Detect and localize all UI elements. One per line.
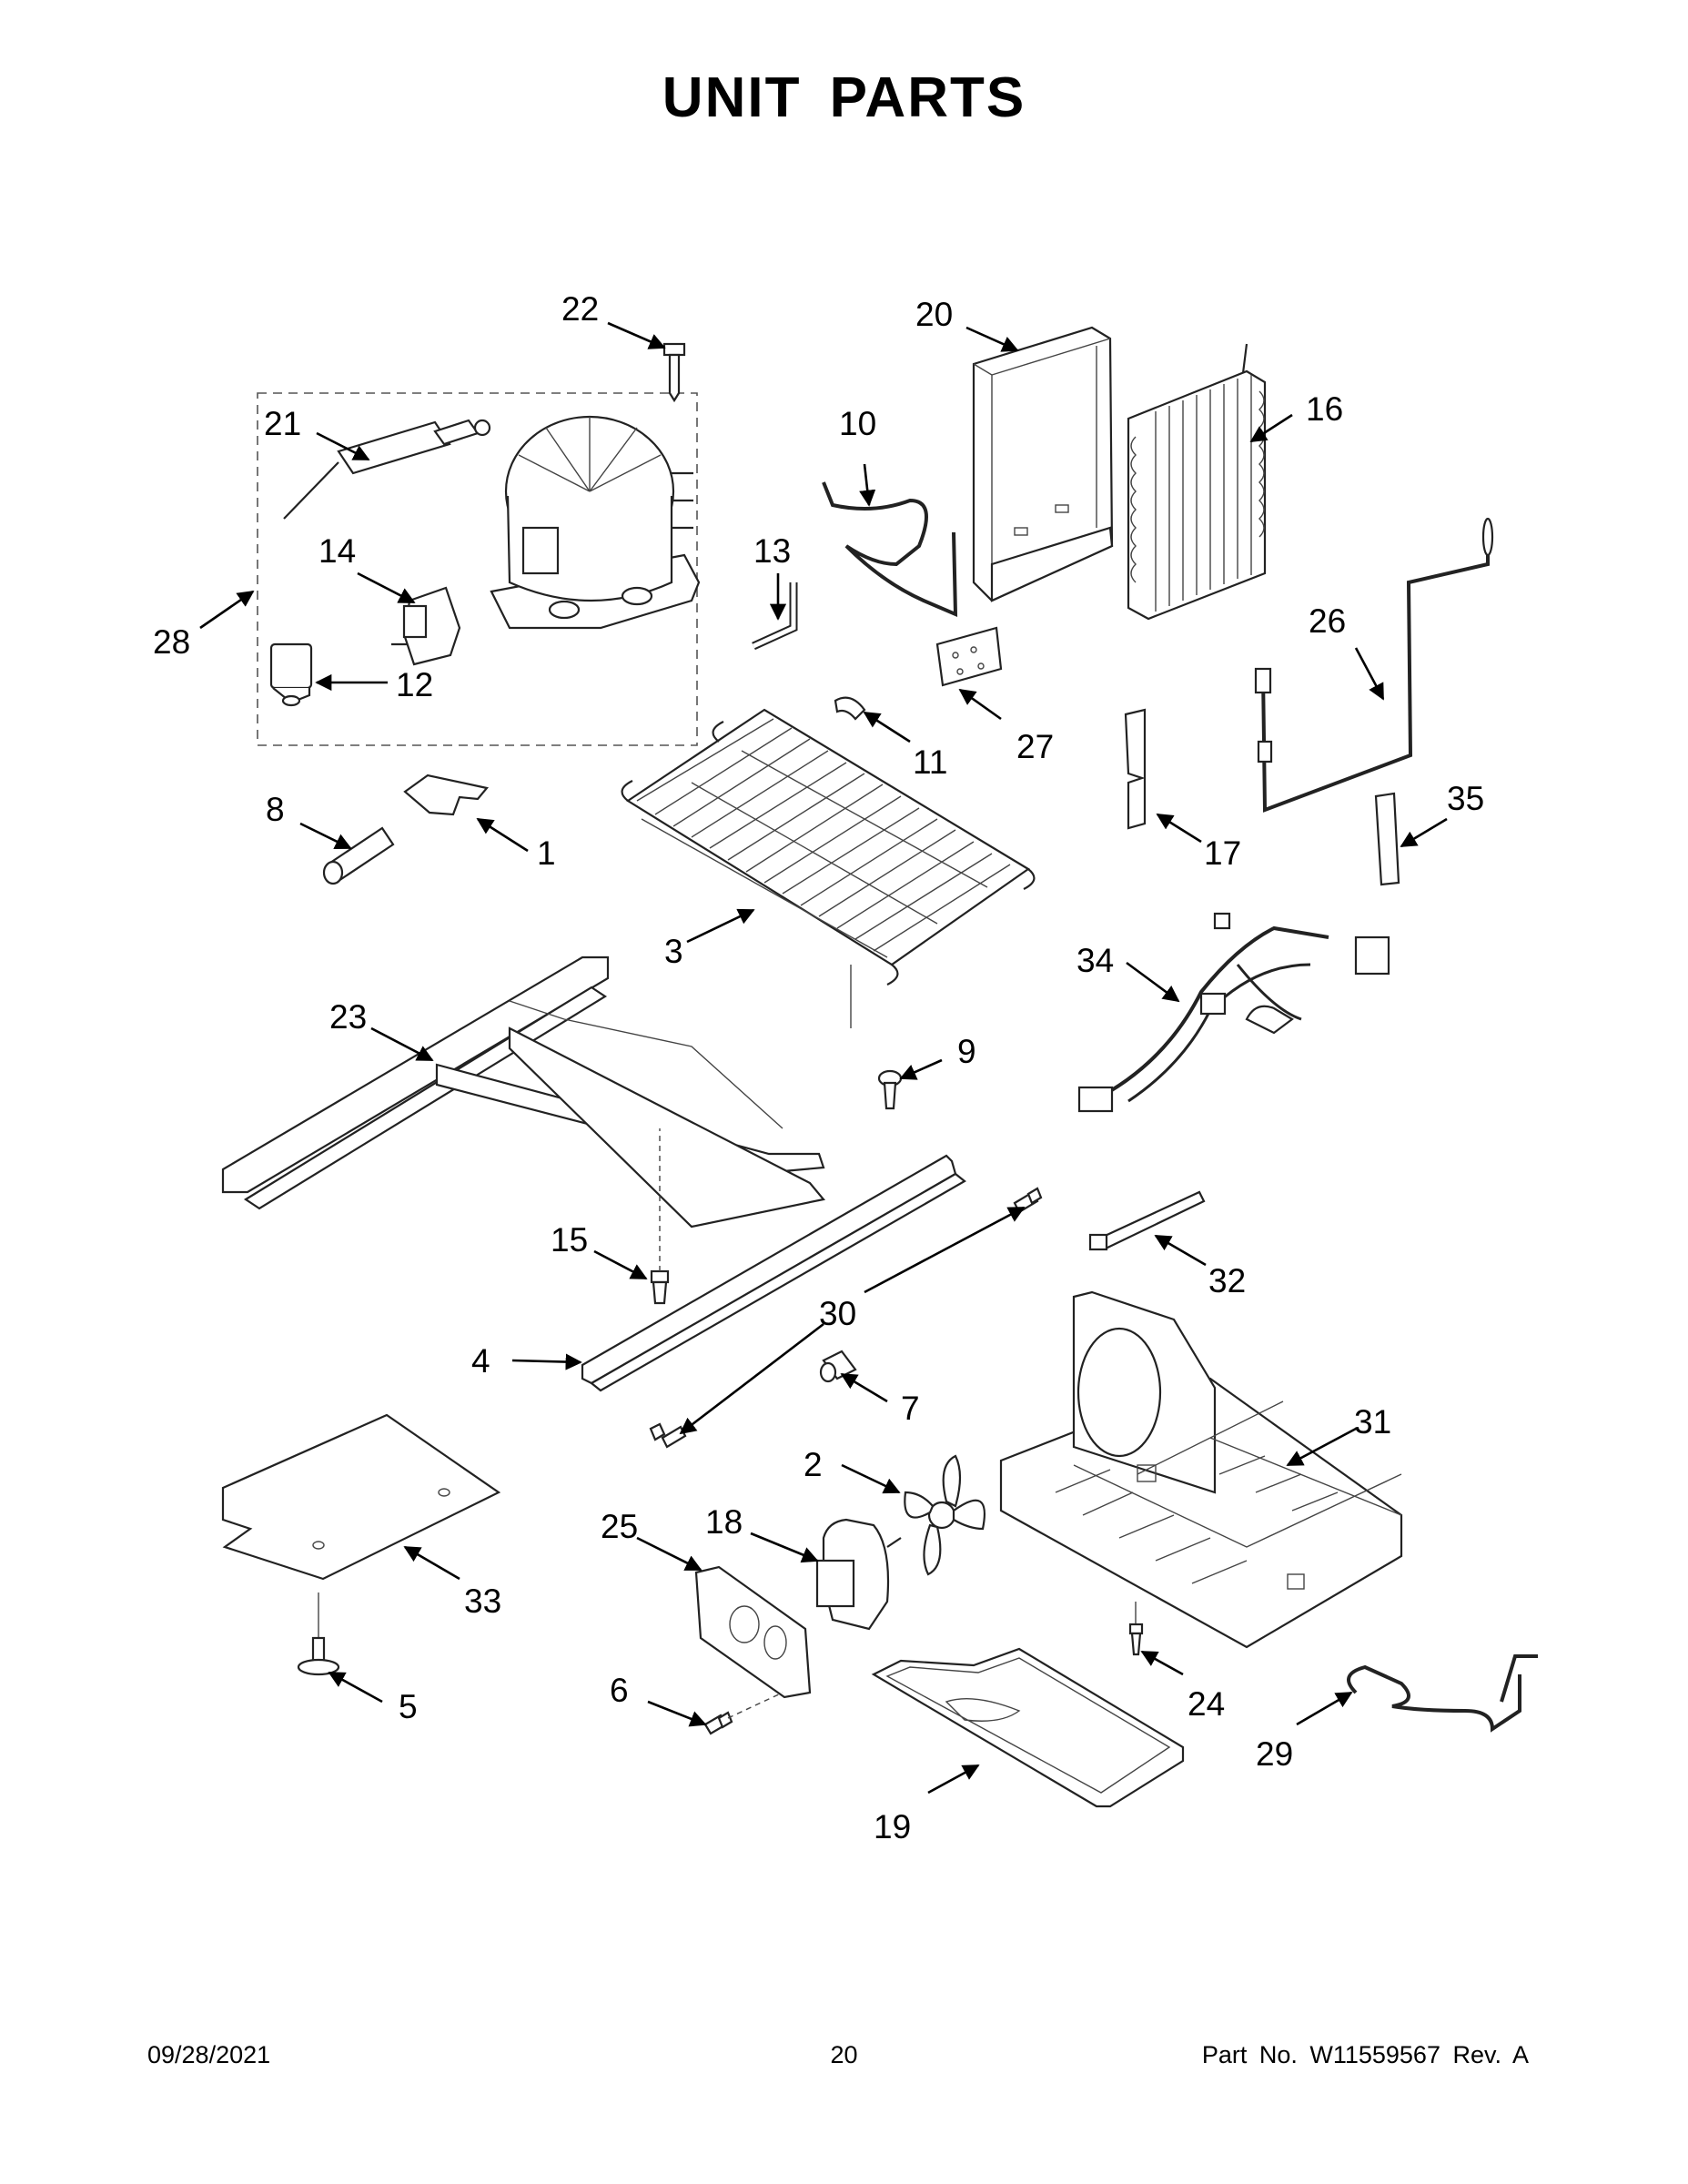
drier-part xyxy=(283,419,491,520)
callout-5: 5 xyxy=(399,1688,418,1725)
bracket-17-part xyxy=(1124,708,1147,830)
callout-labels: 1 2 3 4 5 6 7 8 9 10 11 12 13 14 15 16 1… xyxy=(153,290,1484,1845)
callout-24: 24 xyxy=(1188,1685,1225,1723)
callout-12: 12 xyxy=(396,666,433,703)
condenser-coil-part xyxy=(1127,343,1267,621)
board-part xyxy=(935,626,1003,687)
cover-plate-part xyxy=(221,1413,501,1581)
screw-9-part xyxy=(877,1069,903,1110)
motor-bracket-part xyxy=(694,1565,812,1699)
grommet-part xyxy=(819,1350,857,1383)
callout-19: 19 xyxy=(874,1808,911,1845)
thermistor-harness-part xyxy=(1254,517,1494,813)
screw-6-part xyxy=(703,1711,733,1735)
callout-9: 9 xyxy=(957,1033,976,1070)
callout-29: 29 xyxy=(1256,1735,1293,1773)
bracket-4-part xyxy=(581,1154,966,1392)
tube-10-part xyxy=(822,481,958,618)
relay-part xyxy=(391,586,461,666)
callout-16: 16 xyxy=(1306,390,1343,428)
compressor-part xyxy=(490,415,701,630)
callout-23: 23 xyxy=(329,998,367,1036)
callout-31: 31 xyxy=(1354,1403,1391,1441)
callout-33: 33 xyxy=(464,1582,501,1620)
callout-30: 30 xyxy=(819,1295,856,1332)
callout-22: 22 xyxy=(561,290,599,328)
callout-25: 25 xyxy=(601,1508,638,1545)
condenser-shroud-part xyxy=(972,326,1114,602)
tube-8-part xyxy=(322,826,395,885)
callout-17: 17 xyxy=(1204,834,1241,872)
screw-30b-part xyxy=(649,1422,687,1449)
callout-10: 10 xyxy=(839,405,876,442)
callout-11: 11 xyxy=(913,743,947,781)
callout-2: 2 xyxy=(804,1446,823,1483)
callout-35: 35 xyxy=(1447,780,1484,817)
leveling-leg-part xyxy=(297,1592,340,1676)
fan-blade-part xyxy=(904,1454,986,1576)
callout-15: 15 xyxy=(551,1221,588,1259)
callout-6: 6 xyxy=(610,1672,629,1709)
screw-24-part xyxy=(1128,1602,1144,1656)
callout-13: 13 xyxy=(753,532,791,570)
evaporator-coil-part xyxy=(621,708,1036,1028)
screw-30a-part xyxy=(1013,1187,1043,1214)
footer-date: 09/28/2021 xyxy=(147,2041,271,2068)
callout-4: 4 xyxy=(471,1342,490,1380)
leader-arrows xyxy=(199,321,1448,1795)
callout-28: 28 xyxy=(153,623,190,661)
callout-14: 14 xyxy=(318,532,356,570)
callout-27: 27 xyxy=(1016,728,1054,765)
footer-page-number: 20 xyxy=(830,2041,858,2068)
clip-35-part xyxy=(1374,792,1400,886)
footer-part-number: Part No. W11559567 Rev. A xyxy=(1201,2041,1529,2068)
page-title: UNIT PARTS xyxy=(662,66,1026,129)
base-pan-part xyxy=(999,1290,1403,1649)
callout-32: 32 xyxy=(1208,1262,1246,1299)
capacitor-part xyxy=(269,642,313,707)
fan-motor-part xyxy=(815,1518,902,1631)
callout-1: 1 xyxy=(537,834,556,872)
callout-3: 3 xyxy=(664,933,683,970)
compressor-assembly-outline xyxy=(257,392,698,746)
wire-harness-part xyxy=(1077,912,1390,1113)
screw-22-part xyxy=(662,342,686,403)
callout-34: 34 xyxy=(1076,942,1114,979)
callout-8: 8 xyxy=(266,791,285,828)
callout-7: 7 xyxy=(901,1390,920,1427)
drain-pan-part xyxy=(871,1647,1185,1808)
clip-part xyxy=(834,696,866,721)
callout-26: 26 xyxy=(1309,602,1346,640)
screw-15-part xyxy=(650,1269,670,1305)
cable-tie-part xyxy=(1088,1190,1206,1251)
callout-20: 20 xyxy=(915,296,953,333)
heater-loop-part xyxy=(1347,1654,1538,1733)
callout-21: 21 xyxy=(264,405,301,442)
bracket-1-part xyxy=(403,774,490,816)
callout-18: 18 xyxy=(705,1503,743,1541)
frame-rail-part xyxy=(221,956,826,1228)
